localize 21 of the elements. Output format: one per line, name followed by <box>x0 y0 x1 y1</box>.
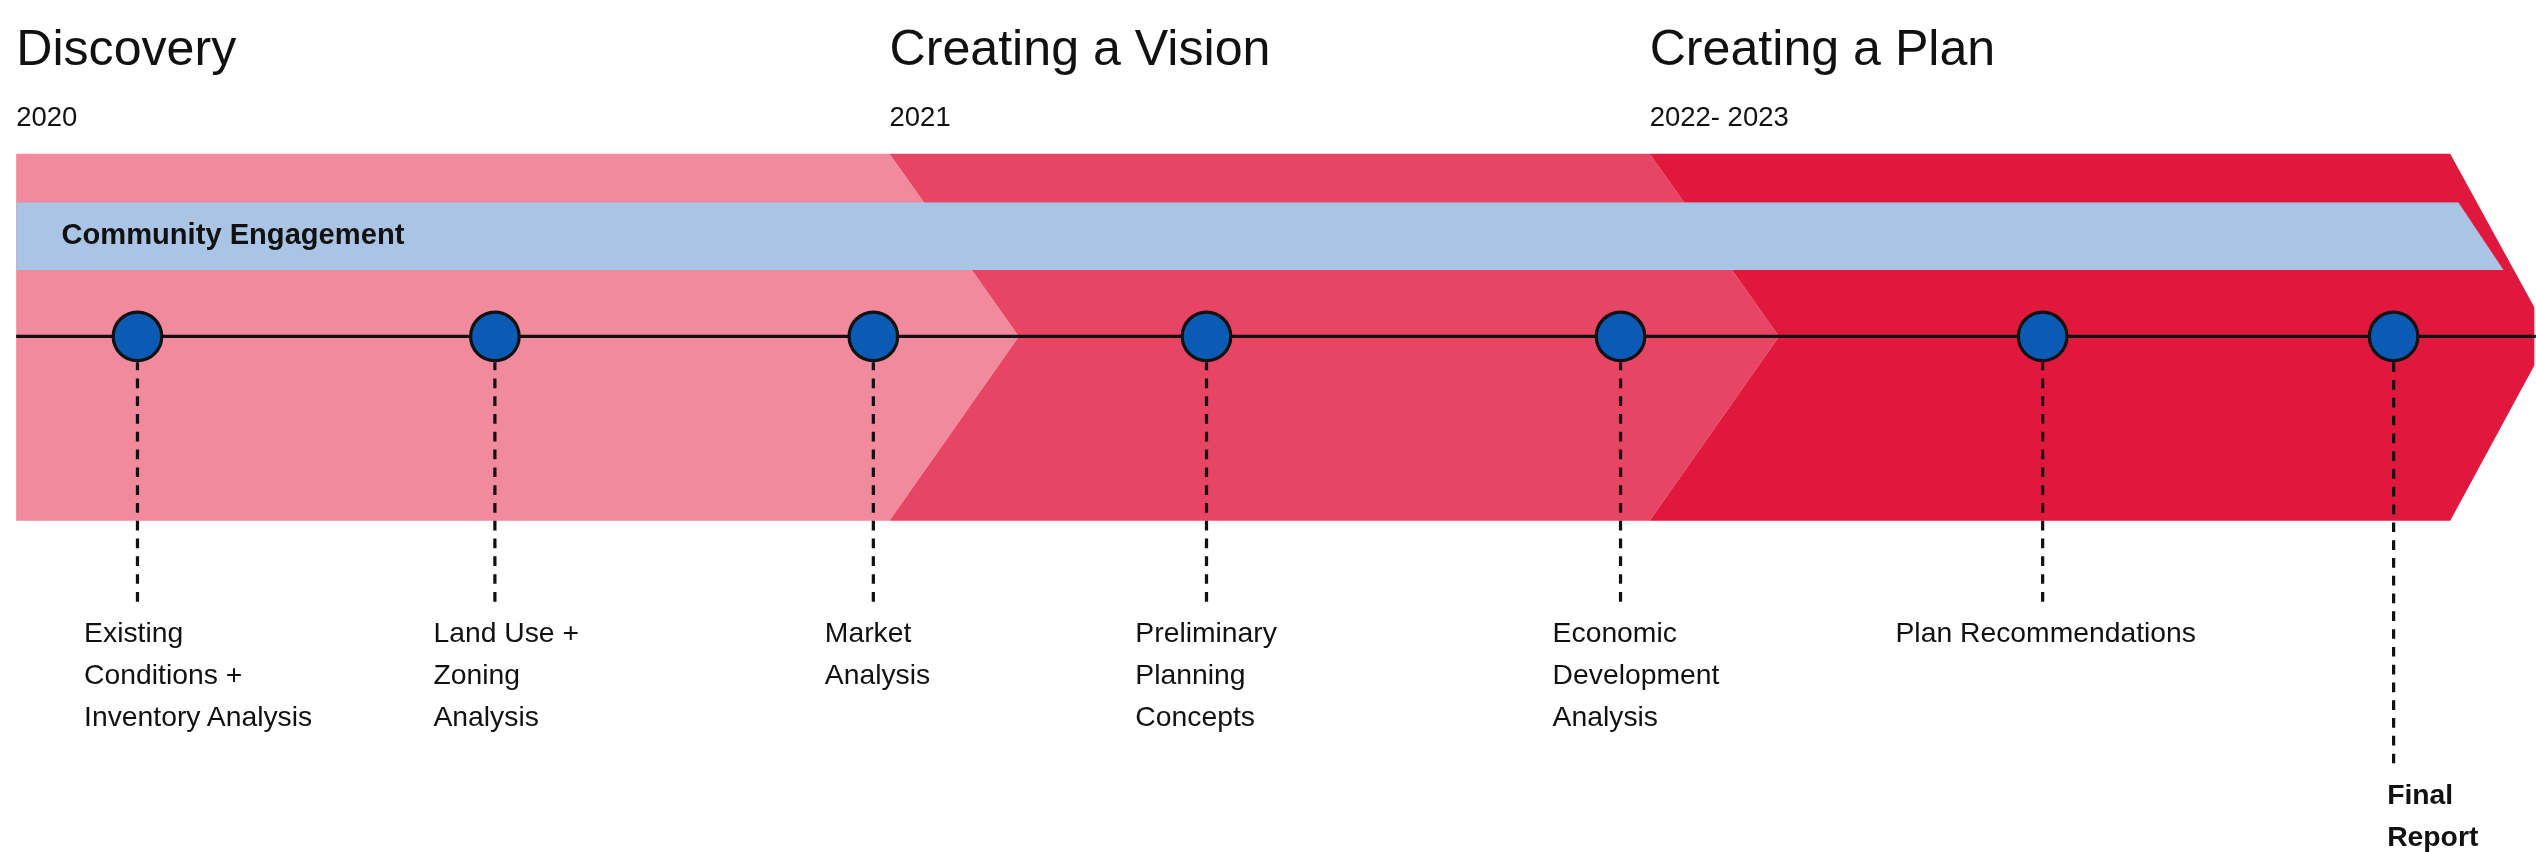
phase-years: 2020 <box>16 101 78 135</box>
phase-title: Creating a Vision <box>889 19 1271 78</box>
phase-years: 2021 <box>889 101 951 135</box>
phase-years: 2022- 2023 <box>1649 101 1789 135</box>
milestone-label: Plan Recommendations <box>1895 611 2316 654</box>
leader-line <box>1204 362 1209 602</box>
milestone-label: Land Use + Zoning Analysis <box>433 611 628 738</box>
leader-line <box>2041 362 2045 602</box>
milestone-label: Final Report <box>2387 773 2501 852</box>
milestone-label: Economic Development Analysis <box>1552 611 1796 738</box>
milestone-label: Market Analysis <box>824 611 955 696</box>
phase-title: Creating a Plan <box>1649 19 1996 78</box>
milestone-label: Preliminary Planning Concepts <box>1135 611 1346 738</box>
band-label: Community Engagement <box>61 218 405 253</box>
milestone-label: Existing Conditions + Inventory Analysis <box>84 611 319 738</box>
leader-line <box>2392 362 2396 764</box>
leader-line <box>871 362 875 602</box>
leader-line <box>1618 362 1623 602</box>
phase-title: Discovery <box>16 19 237 78</box>
leader-line <box>493 362 497 602</box>
leader-line <box>135 362 140 602</box>
